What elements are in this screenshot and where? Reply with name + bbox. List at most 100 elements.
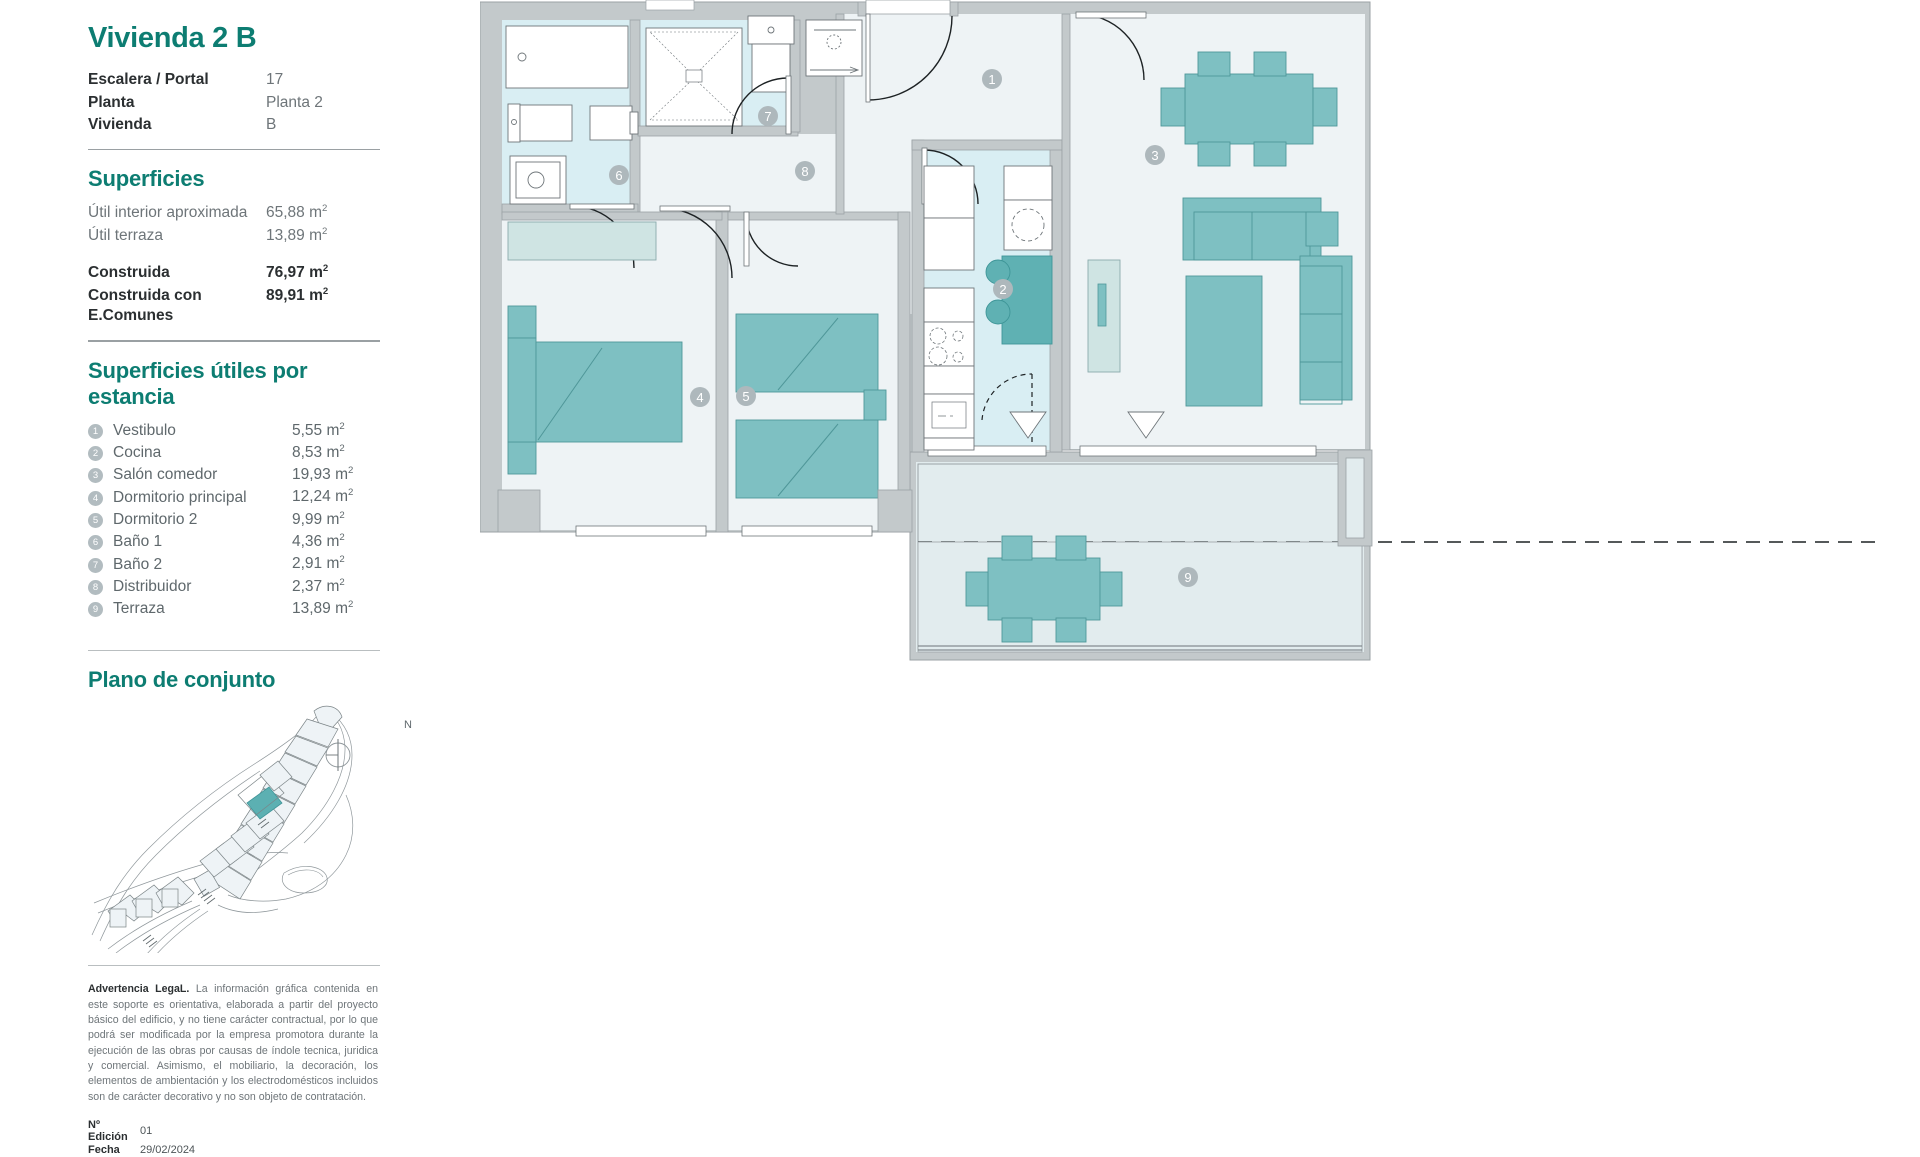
info-sidebar: Vivienda 2 B Escalera / Portal 17 Planta… [0, 0, 480, 1156]
surface-number: 65,88 m [266, 204, 323, 222]
bathroom2-fixtures [747, 15, 863, 93]
page-title: Vivienda 2 B [88, 22, 257, 54]
room-area-unit: 2 [339, 576, 345, 588]
date-label: Fecha [88, 1144, 120, 1157]
table-row: Útil interior aproximada 65,88 m2 [88, 202, 380, 225]
structural-columns [497, 489, 913, 533]
room-area: 4,36 m2 [292, 531, 380, 553]
surface-label: Construida [88, 264, 170, 282]
svg-text:1: 1 [988, 72, 995, 87]
room-area-number: 19,93 m [292, 466, 349, 484]
table-row: Nº Edición 01 [88, 1119, 195, 1144]
room-number-badge: 3 [88, 468, 103, 484]
floor-plan: 1 2 3 4 5 6 7 8 9 [480, 0, 1920, 1080]
room-marker-6: 6 [609, 165, 629, 185]
svg-text:3: 3 [1151, 148, 1158, 163]
divider [88, 148, 380, 151]
header-row-value: Planta 2 [266, 93, 323, 111]
kitchen-fixtures [923, 165, 1053, 451]
surface-label: Construida con E.Comunes [88, 286, 202, 325]
room-marker-2: 2 [993, 279, 1013, 299]
room-name: Baño 1 [113, 533, 163, 551]
siteplan-heading: Plano de conjunto [88, 667, 276, 693]
room-area: 2,37 m2 [292, 576, 380, 598]
table-row [88, 248, 380, 262]
table-row: Útil terraza 13,89 m2 [88, 225, 380, 248]
room-marker-8: 8 [795, 161, 815, 181]
room-number-badge: 4 [88, 490, 103, 506]
surface-value: 89,91 m2 [266, 285, 380, 328]
divider [88, 965, 380, 967]
header-row-label: Planta [88, 93, 135, 111]
table-row: Escalera / Portal 17 [88, 69, 380, 92]
room-area-unit: 2 [339, 509, 345, 521]
header-row-value: 17 [266, 71, 284, 88]
surface-value: 76,97 m2 [266, 262, 380, 285]
date-value: 29/02/2024 [140, 1144, 196, 1157]
header-details-body: Escalera / Portal 17 Planta Planta 2 Viv… [88, 69, 380, 137]
svg-text:4: 4 [696, 390, 703, 405]
room-area-number: 2,91 m [292, 555, 340, 573]
surface-number: 89,91 m [266, 286, 323, 304]
room-area: 8,53 m2 [292, 442, 380, 464]
room-markers: 1 2 3 4 5 6 7 8 9 [609, 69, 1198, 587]
room-number-badge: 7 [88, 557, 103, 573]
surface-value: 13,89 m2 [266, 225, 380, 248]
room-name: Cocina [113, 443, 162, 461]
surface-label: Útil terraza [88, 227, 163, 245]
svg-text:5: 5 [742, 389, 749, 404]
legal-notice-text: La información gráfica contenida en este… [88, 983, 378, 1103]
surface-label: Útil interior aproximada [88, 204, 248, 222]
edition-value: 01 [140, 1125, 153, 1138]
compass-icon [325, 739, 351, 772]
room-area-number: 12,24 m [292, 488, 349, 506]
room-area: 19,93 m2 [292, 464, 380, 486]
room-number-badge: 5 [88, 512, 103, 528]
room-name: Dormitorio 2 [113, 510, 198, 528]
highlighted-unit [246, 786, 283, 820]
table-row: Fecha 29/02/2024 [88, 1144, 195, 1157]
room-name: Baño 2 [113, 555, 163, 573]
table-row: Construida 76,97 m2 [88, 262, 380, 285]
room-marker-4: 4 [690, 387, 710, 407]
floor-plan-drawing: 1 2 3 4 5 6 7 8 9 [480, 0, 1880, 661]
compass-north-label: N [404, 719, 412, 732]
svg-text:2: 2 [999, 282, 1006, 297]
svg-text:7: 7 [764, 109, 771, 124]
table-row: Planta Planta 2 [88, 92, 380, 115]
room-name: Terraza [113, 600, 165, 618]
room-name: Salón comedor [113, 466, 218, 484]
svg-text:8: 8 [801, 164, 808, 179]
room-area-unit: 2 [339, 420, 345, 432]
room-number-badge: 8 [88, 579, 103, 595]
room-area: 5,55 m2 [292, 420, 380, 442]
room-marker-5: 5 [736, 386, 756, 406]
room-area-number: 2,37 m [292, 577, 340, 595]
room-area: 12,24 m2 [292, 486, 380, 508]
divider [88, 650, 380, 652]
header-row-label: Escalera / Portal [88, 71, 209, 88]
surface-unit: 2 [322, 285, 329, 297]
list-item: 3 Salón comedor 19,93 m2 [88, 464, 380, 486]
bedroom2-furniture [735, 313, 887, 499]
bedroom1-furniture [507, 221, 683, 475]
site-plan-drawing [91, 706, 354, 954]
edition-table: Nº Edición 01 Fecha 29/02/2024 [88, 1119, 195, 1157]
list-item: 4 Dormitorio principal 12,24 m2 [88, 486, 380, 508]
edition-label: Nº Edición [88, 1119, 128, 1144]
room-area: 2,91 m2 [292, 553, 380, 575]
room-name: Dormitorio principal [113, 488, 247, 506]
living-room-furniture [1087, 51, 1353, 439]
header-row-label: Vivienda [88, 116, 152, 134]
room-area-unit: 2 [348, 599, 354, 610]
room-area-unit: 2 [339, 554, 345, 566]
bathroom1-fixtures [505, 25, 639, 205]
rooms-heading: Superficies útiles por estancia [88, 357, 308, 409]
divider [88, 340, 380, 342]
header-details-table: Escalera / Portal 17 Planta Planta 2 Viv… [88, 69, 380, 137]
